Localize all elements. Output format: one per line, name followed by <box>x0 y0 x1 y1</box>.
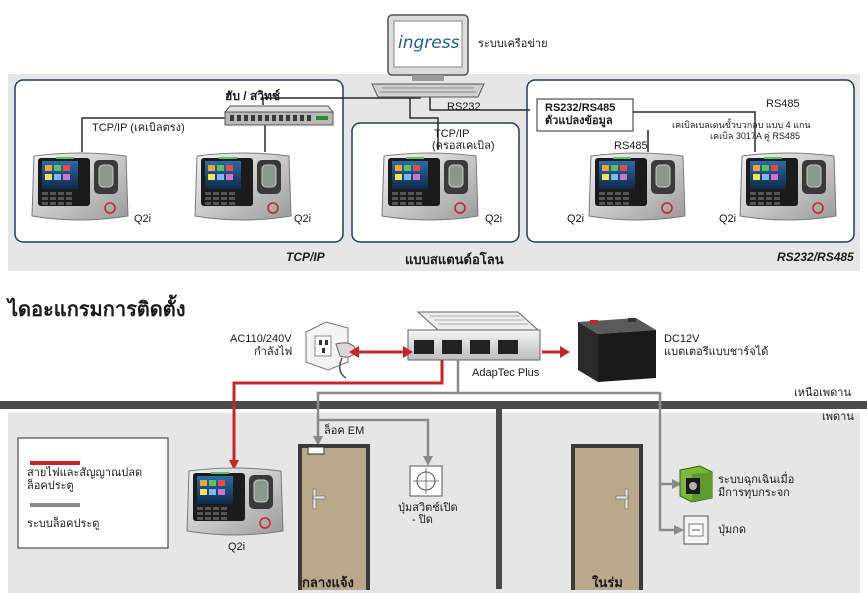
emergency-break-glass-icon <box>679 465 713 503</box>
push-button-label: ปุ่มกด <box>718 524 747 536</box>
legend-red-swatch <box>30 461 80 465</box>
push-button-icon <box>683 515 709 545</box>
rs485-top-label: RS485 <box>766 98 800 110</box>
em-lock-label: ล็อค EM <box>324 425 365 437</box>
q2i-device-bottom <box>186 467 284 536</box>
legend-red-label-1: สายไฟและสัญญาณปลด <box>27 467 143 479</box>
q2i-device-4 <box>588 152 686 221</box>
q2i-device-3 <box>381 152 479 221</box>
tcpip-cross-label-2: (ครอสเคเบิล) <box>432 140 495 152</box>
indoor-label: ในร่ม <box>592 575 623 590</box>
adaptec-label: AdapTec Plus <box>472 367 540 379</box>
ac-power-label-1: AC110/240V <box>230 333 292 345</box>
q2i-label-3: Q2i <box>485 213 503 225</box>
q2i-device-5 <box>739 152 837 221</box>
q2i-label-4: Q2i <box>567 213 585 225</box>
wall-divider <box>496 409 502 589</box>
exit-switch-label-1: ปุ่มสวิตช์เปิด <box>398 502 458 514</box>
tcpip-section-label: TCP/IP <box>286 250 325 264</box>
q2i-label-5: Q2i <box>719 213 737 225</box>
legend-gray-swatch <box>30 503 80 507</box>
dc-label-1: DC12V <box>664 333 700 345</box>
wall-socket-icon <box>305 321 357 379</box>
q2i-label-1: Q2i <box>134 213 152 225</box>
converter-label-2: ตัวแปลงข้อมูล <box>545 115 613 127</box>
ingress-logo-text: ingress <box>398 33 460 53</box>
cable-note-2: เคเบิล 3017A คู่ RS485 <box>710 131 800 141</box>
ac-power-label-2: กำลังไฟ <box>254 346 293 358</box>
converter-box <box>536 98 634 132</box>
legend-box <box>17 437 169 549</box>
legend-gray-label: ระบบล็อคประตู <box>27 518 100 530</box>
tcpip-direct-label: TCP/IP (เคเบิลตรง) <box>92 122 185 134</box>
q2i-bottom-label: Q2i <box>228 541 246 553</box>
tcpip-cross-label-1: TCP/IP <box>434 128 470 140</box>
computer-icon <box>371 14 485 98</box>
ceiling-label: เพดาน <box>822 411 854 423</box>
cable-note-1: เคเบิลเบลเดนขั้วบวกลบ แบบ 4 แกน <box>672 120 811 130</box>
converter-label-1: RS232/RS485 <box>545 102 616 114</box>
ceiling-bar <box>0 401 867 409</box>
exit-switch-label-2: - ปิด <box>412 514 433 526</box>
dc-label-2: แบตเตอรีแบบชาร์จได้ <box>664 346 769 358</box>
legend-red-label-2: ล็อคประตู <box>27 480 74 492</box>
above-ceiling-label: เหนือเพดาน <box>794 387 851 399</box>
q2i-device-1 <box>31 152 129 221</box>
emergency-label-2: มีการทุบกระจก <box>718 487 790 499</box>
exit-switch-icon <box>409 465 443 497</box>
battery-icon <box>578 318 656 382</box>
network-system-label: ระบบเครือข่าย <box>478 38 548 50</box>
indoor-door <box>571 444 643 590</box>
diagram-title: ไดอะแกรมการติดตั้ง <box>8 299 186 321</box>
q2i-device-2 <box>194 152 292 221</box>
lock-lines <box>316 360 678 532</box>
hub-switch-icon <box>223 105 335 126</box>
emergency-label-1: ระบบฉุกเฉินเมื่อ <box>718 474 795 486</box>
rs232-label: RS232 <box>447 101 481 113</box>
outdoor-door <box>298 444 370 590</box>
q2i-label-2: Q2i <box>294 213 312 225</box>
outdoor-label: กลางแจ้ง <box>302 575 354 590</box>
hub-switch-label: ฮับ / สวิทช์ <box>225 89 281 103</box>
adaptec-plus-box <box>407 311 541 361</box>
rs485-left-label: RS485 <box>614 140 648 152</box>
rs-section-label: RS232/RS485 <box>777 250 854 264</box>
standalone-section-label: แบบสแตนด์อโลน <box>405 252 504 267</box>
